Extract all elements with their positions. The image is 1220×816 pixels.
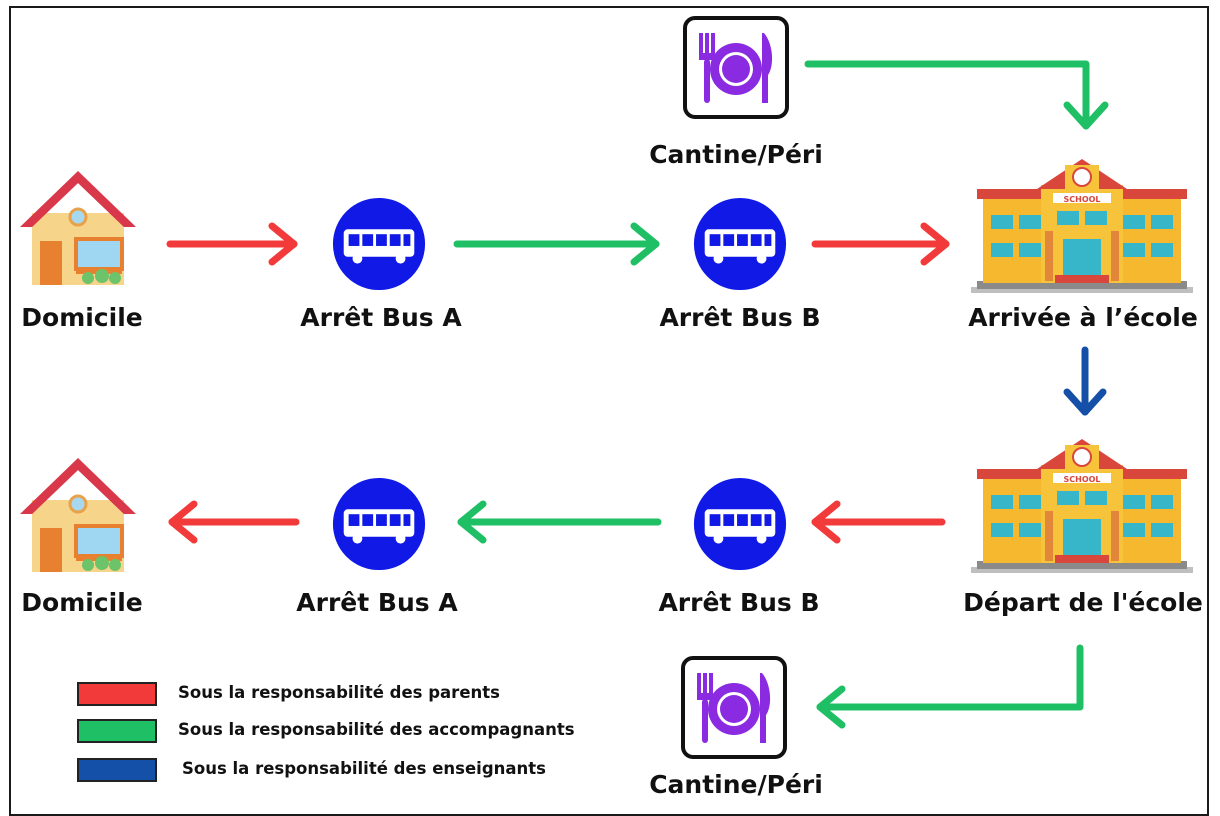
label-depart: Départ de l'école bbox=[963, 588, 1203, 617]
house-icon bbox=[20, 171, 136, 285]
school-icon: SCHOOL bbox=[971, 439, 1193, 573]
arrow-cantine-to-school bbox=[804, 60, 1109, 130]
arrow-bus-b-to-school bbox=[811, 222, 950, 266]
arrow-arrivee-to-depart bbox=[1063, 346, 1107, 416]
legend-label-accompagnants: Sous la responsabilité des accompagnants bbox=[178, 720, 575, 739]
bus-stop-icon bbox=[691, 195, 789, 293]
school-icon: SCHOOL bbox=[971, 159, 1193, 293]
arrow-school-to-cantine bbox=[816, 644, 1084, 729]
legend-swatch-accompagnants bbox=[77, 719, 157, 743]
bus-stop-icon bbox=[330, 195, 428, 293]
label-arrivee: Arrivée à l’école bbox=[968, 303, 1198, 332]
label-bus-a-top: Arrêt Bus A bbox=[300, 303, 462, 332]
arrow-bus-a-to-bus-b bbox=[453, 222, 660, 266]
arrow-domicile-to-bus-a bbox=[166, 222, 298, 266]
school-sign: SCHOOL bbox=[1063, 475, 1100, 484]
arrow-school-to-bus-b bbox=[811, 500, 946, 544]
house-icon bbox=[20, 458, 136, 572]
bus-stop-icon bbox=[691, 475, 789, 573]
school-sign: SCHOOL bbox=[1063, 195, 1100, 204]
legend-swatch-enseignants bbox=[77, 758, 157, 782]
legend-label-enseignants: Sous la responsabilité des enseignants bbox=[182, 759, 546, 778]
legend-swatch-parents bbox=[77, 682, 157, 706]
label-domicile-bottom: Domicile bbox=[21, 588, 143, 617]
arrow-bus-a-to-domicile bbox=[168, 500, 300, 544]
label-domicile-top: Domicile bbox=[21, 303, 143, 332]
arrow-bus-b-to-bus-a bbox=[457, 500, 662, 544]
plate-cutlery-icon bbox=[683, 16, 789, 119]
label-cantine-top: Cantine/Péri bbox=[649, 140, 823, 169]
label-bus-a-bottom: Arrêt Bus A bbox=[296, 588, 458, 617]
label-bus-b-top: Arrêt Bus B bbox=[659, 303, 821, 332]
plate-cutlery-icon bbox=[681, 656, 787, 759]
label-cantine-bottom: Cantine/Péri bbox=[649, 770, 823, 799]
bus-stop-icon bbox=[330, 475, 428, 573]
legend-label-parents: Sous la responsabilité des parents bbox=[178, 683, 500, 702]
label-bus-b-bottom: Arrêt Bus B bbox=[658, 588, 820, 617]
